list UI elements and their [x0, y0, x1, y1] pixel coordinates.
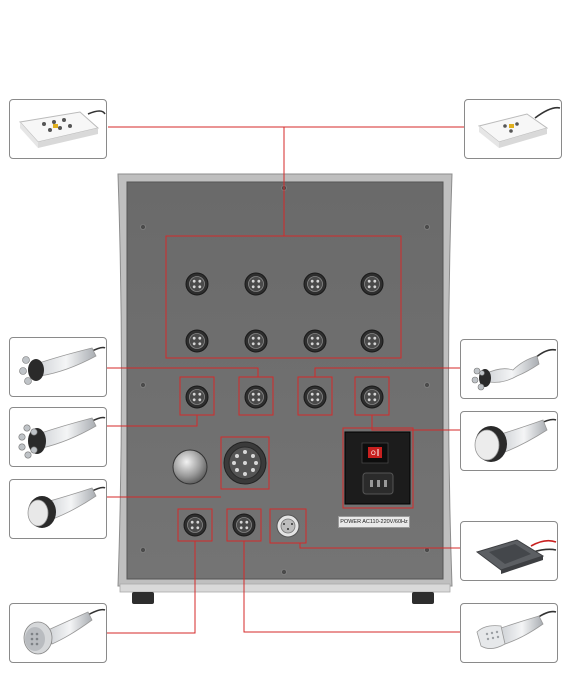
electrode-pad-box-thumbnail-left	[9, 99, 107, 159]
connector-port	[185, 272, 209, 296]
connector-port	[244, 272, 268, 296]
connector-port	[360, 385, 384, 409]
multi-pin-port	[223, 441, 267, 485]
silicone-electrode-pad-thumbnail	[460, 521, 558, 581]
photon-probe-icon	[23, 608, 106, 655]
six-pole-rf-probe-thumbnail	[9, 407, 107, 467]
connector-port	[303, 329, 327, 353]
photon-probe-thumbnail	[9, 603, 107, 663]
six-pole-rf-probe-icon	[18, 416, 106, 459]
vacuum-probe-thumbnail	[460, 603, 558, 663]
cavitation-probe-icon	[27, 486, 106, 528]
electrode-pad-box-icon	[477, 106, 561, 148]
din-socket	[276, 514, 300, 538]
back-panel	[126, 181, 444, 580]
quadrupolar-rf-probe-thumbnail	[460, 339, 558, 399]
power-inlet	[362, 472, 394, 495]
connector-port	[244, 385, 268, 409]
power-module: O	[344, 431, 411, 505]
large-cavitation-probe-thumbnail	[460, 411, 558, 471]
power-rating-label: POWER AC110-220V/60Hz	[338, 516, 410, 528]
electrode-pad-box-thumbnail-right	[464, 99, 562, 159]
connector-port	[185, 329, 209, 353]
tripolar-rf-probe-thumbnail	[9, 337, 107, 397]
connector-ports	[183, 272, 384, 537]
connector-port	[303, 272, 327, 296]
electrode-pad-box-icon	[19, 110, 106, 148]
connector-port	[303, 385, 327, 409]
quadrupolar-rf-probe-icon	[471, 348, 557, 391]
connector-port	[185, 385, 209, 409]
power-knob[interactable]	[172, 449, 208, 485]
vacuum-probe-icon	[476, 610, 557, 649]
silicone-pad-icon	[475, 539, 557, 574]
leader-lines	[107, 126, 466, 634]
power-switch[interactable]: O	[368, 447, 382, 458]
tripolar-rf-probe-icon	[19, 346, 106, 385]
connector-port	[360, 329, 384, 353]
large-cavitation-probe-icon	[474, 418, 557, 462]
connector-port	[244, 329, 268, 353]
connector-port	[360, 272, 384, 296]
cavitation-probe-thumbnail	[9, 479, 107, 539]
svg-text:O: O	[371, 451, 376, 457]
connector-port	[232, 513, 256, 537]
connector-port	[183, 513, 207, 537]
